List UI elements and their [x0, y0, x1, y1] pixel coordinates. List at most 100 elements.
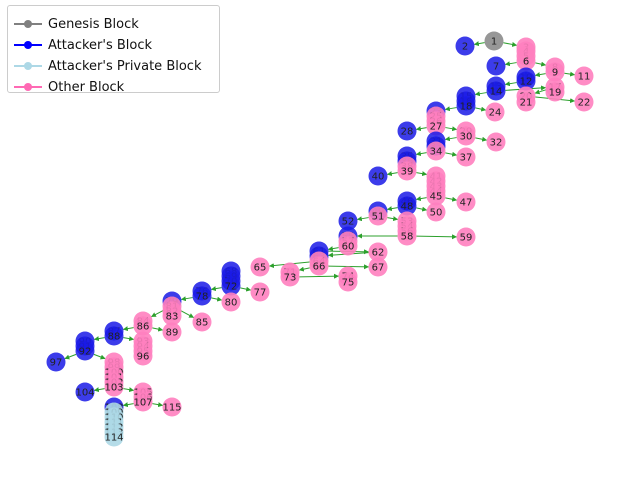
block-label: 67: [372, 263, 385, 274]
block-label: 19: [549, 88, 562, 99]
block-label: 2: [462, 42, 468, 53]
legend-swatch-genesis: [14, 14, 42, 34]
block-label: 60: [342, 242, 355, 253]
block-label: 73: [284, 273, 297, 284]
block-node-92: 92: [75, 341, 95, 361]
block-circle: [250, 282, 270, 302]
block-node-58: 58: [397, 226, 417, 246]
edge-66-71: [298, 266, 310, 272]
block-node-62: 62: [368, 242, 388, 262]
edge-1-2: [473, 41, 485, 47]
block-node-80: 80: [221, 292, 241, 312]
block-node-50: 50: [426, 202, 446, 222]
block-node-24: 24: [485, 102, 505, 122]
legend-item-other: Other Block: [14, 77, 124, 97]
edge-12-13: [504, 81, 517, 87]
legend-label: Other Block: [48, 79, 125, 95]
block-node-107: 107: [133, 392, 153, 412]
block-node-37: 37: [456, 147, 476, 167]
edge-45-46: [415, 196, 427, 202]
block-circle: [338, 272, 358, 292]
block-node-114: 114: [104, 427, 124, 447]
block-node-48: 48: [397, 196, 417, 216]
block-node-1: 1: [484, 31, 504, 51]
block-label: 114: [104, 433, 123, 444]
block-circle: [338, 236, 358, 256]
block-circle: [574, 66, 594, 86]
block-node-67: 67: [368, 257, 388, 277]
edge-27-28: [415, 126, 427, 132]
block-node-78: 78: [192, 286, 212, 306]
block-node-45: 45: [426, 186, 446, 206]
edge-103-104: [93, 387, 105, 393]
block-node-22: 22: [574, 92, 594, 112]
block-circle: [486, 56, 506, 76]
block-circle: [455, 36, 475, 56]
block-node-72: 72: [221, 276, 241, 296]
block-node-28: 28: [397, 121, 417, 141]
edge-18-23: [444, 106, 457, 112]
edge-48-49: [386, 206, 398, 212]
legend-item-genesis: Genesis Block: [14, 14, 139, 34]
edge-86-87: [122, 326, 134, 332]
block-node-6: 6: [516, 51, 536, 71]
block-circle: [456, 96, 476, 116]
block-node-27: 27: [426, 116, 446, 136]
block-node-96: 96: [133, 346, 153, 366]
block-node-77: 77: [250, 282, 270, 302]
block-label: 28: [401, 127, 414, 138]
block-label: 39: [401, 167, 414, 178]
block-label: 12: [520, 77, 533, 88]
block-label: 75: [342, 278, 355, 289]
edge-34-35: [415, 151, 427, 157]
block-node-59: 59: [456, 227, 476, 247]
edge-107-115: [152, 402, 164, 408]
block-node-19: 19: [545, 82, 565, 102]
block-label: 85: [196, 318, 209, 329]
block-node-14: 14: [486, 81, 506, 101]
block-label: 78: [196, 292, 209, 303]
block-label: 22: [578, 98, 591, 109]
block-circle: [456, 147, 476, 167]
legend-label: Attacker's Block: [48, 37, 153, 53]
block-label: 21: [520, 98, 533, 109]
block-node-75: 75: [338, 272, 358, 292]
edge-48-50: [416, 206, 428, 212]
block-circle: [104, 377, 124, 397]
block-node-18: 18: [456, 96, 476, 116]
block-circle: [574, 92, 594, 112]
edge-51-53: [387, 216, 399, 222]
edge-17-20: [534, 89, 547, 95]
block-node-97: 97: [46, 352, 66, 372]
edge-9-10: [534, 72, 546, 78]
block-circle: [484, 31, 504, 51]
block-circle: [104, 326, 124, 346]
edge-60-61: [327, 246, 339, 252]
block-label: 32: [490, 138, 503, 149]
block-circle: [397, 196, 417, 216]
block-label: 14: [490, 87, 503, 98]
block-node-30: 30: [456, 126, 476, 146]
block-label: 37: [460, 153, 473, 164]
block-circle: [516, 51, 536, 71]
block-node-89: 89: [162, 322, 182, 342]
edge-92-98: [93, 353, 106, 360]
block-label: 6: [523, 57, 529, 68]
block-node-60: 60: [338, 236, 358, 256]
block-label: 47: [460, 198, 473, 209]
edge-45-47: [445, 196, 458, 202]
block-label: 52: [342, 217, 355, 228]
block-circle: [162, 306, 182, 326]
block-label: 107: [133, 398, 152, 409]
block-circle: [545, 82, 565, 102]
block-node-104: 104: [75, 382, 95, 402]
block-label: 48: [401, 202, 414, 213]
block-circle: [397, 121, 417, 141]
block-circle: [368, 206, 388, 226]
block-circle: [397, 226, 417, 246]
edge-30-32: [475, 136, 488, 142]
edge-6-7: [504, 61, 517, 67]
edge-58-59: [416, 234, 458, 240]
